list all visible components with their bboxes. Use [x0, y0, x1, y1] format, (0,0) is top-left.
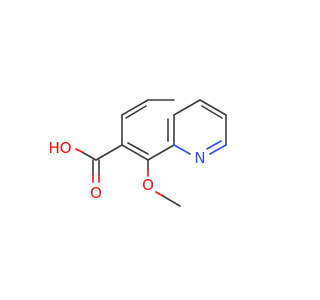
bond-c4-c3-inner — [201, 105, 223, 119]
bond-c5-c6 — [121, 99, 149, 116]
bond-c4a-c4 — [173, 99, 201, 116]
bond-c2-n1 — [209, 144, 227, 155]
bond-c8-c8a — [147, 144, 175, 161]
bond-c5-c6-inner — [125, 105, 147, 119]
molecule-diagram: N HO O O — [48, 99, 227, 207]
hydroxyl-label: HO — [48, 139, 71, 157]
bond-c7-c8 — [121, 144, 149, 161]
bond-c7-c8-inner — [127, 142, 149, 155]
bond-c7-cooh — [95, 144, 123, 161]
nitrogen-label: N — [194, 149, 205, 167]
bond-c4-c3 — [199, 99, 227, 116]
bond-n1-c8a — [173, 144, 191, 155]
bond-cooh-oh — [81, 151, 97, 161]
bond-ome-ch3 — [162, 195, 181, 207]
bond-cooh-oh-colored — [75, 148, 83, 153]
carbonyl-oxygen-label: O — [90, 184, 102, 202]
methoxy-oxygen-label: O — [142, 176, 154, 194]
bond-c2-n1-inner — [206, 140, 222, 150]
bond-ome-ch3-red — [155, 191, 164, 197]
structure-canvas: N HO O O — [48, 99, 227, 207]
